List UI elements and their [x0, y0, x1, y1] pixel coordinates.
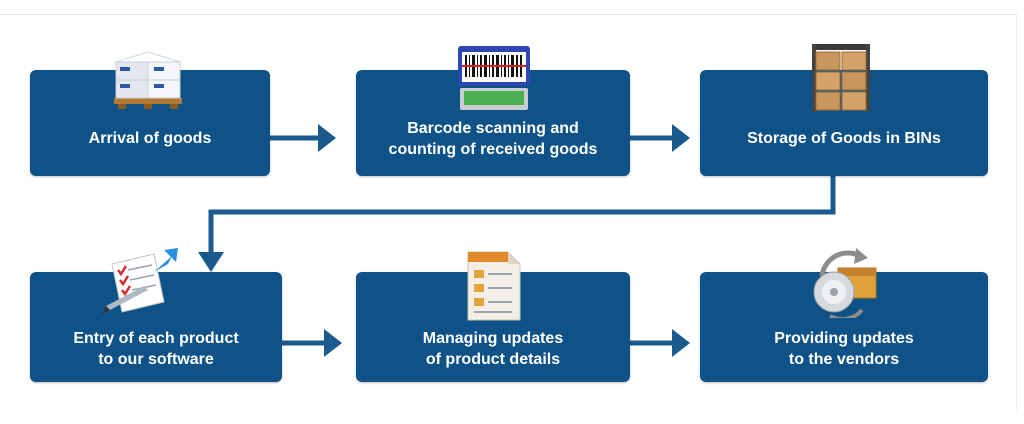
step-label: Managing updates of product details	[422, 330, 564, 368]
step-label: Entry of each product to our software	[73, 330, 239, 368]
arrowhead-3	[198, 252, 224, 272]
arrowhead-2	[672, 124, 690, 152]
arrowhead-5	[672, 329, 690, 357]
arrowhead-4	[324, 329, 342, 357]
step-label: Barcode scanning and counting of receive…	[388, 120, 598, 158]
document-icon	[467, 251, 521, 321]
connector-storage-to-entry	[208, 176, 836, 258]
frame-top-border	[0, 14, 1016, 15]
step-barcode-scanning: Barcode scanning and counting of receive…	[356, 70, 630, 176]
checklist-pen-icon	[102, 248, 178, 314]
step-label: Providing updates to the vendors	[774, 330, 914, 368]
disc-box-sync-icon	[813, 248, 877, 318]
step-label: Storage of Goods in BINs	[747, 130, 941, 147]
storage-bin-icon	[812, 44, 870, 112]
arrowhead-1	[318, 124, 336, 152]
step-label: Arrival of goods	[88, 130, 212, 147]
frame-right-border	[1016, 14, 1017, 410]
barcode-scanner-icon	[458, 46, 530, 110]
pallet-boxes-icon	[114, 51, 182, 109]
